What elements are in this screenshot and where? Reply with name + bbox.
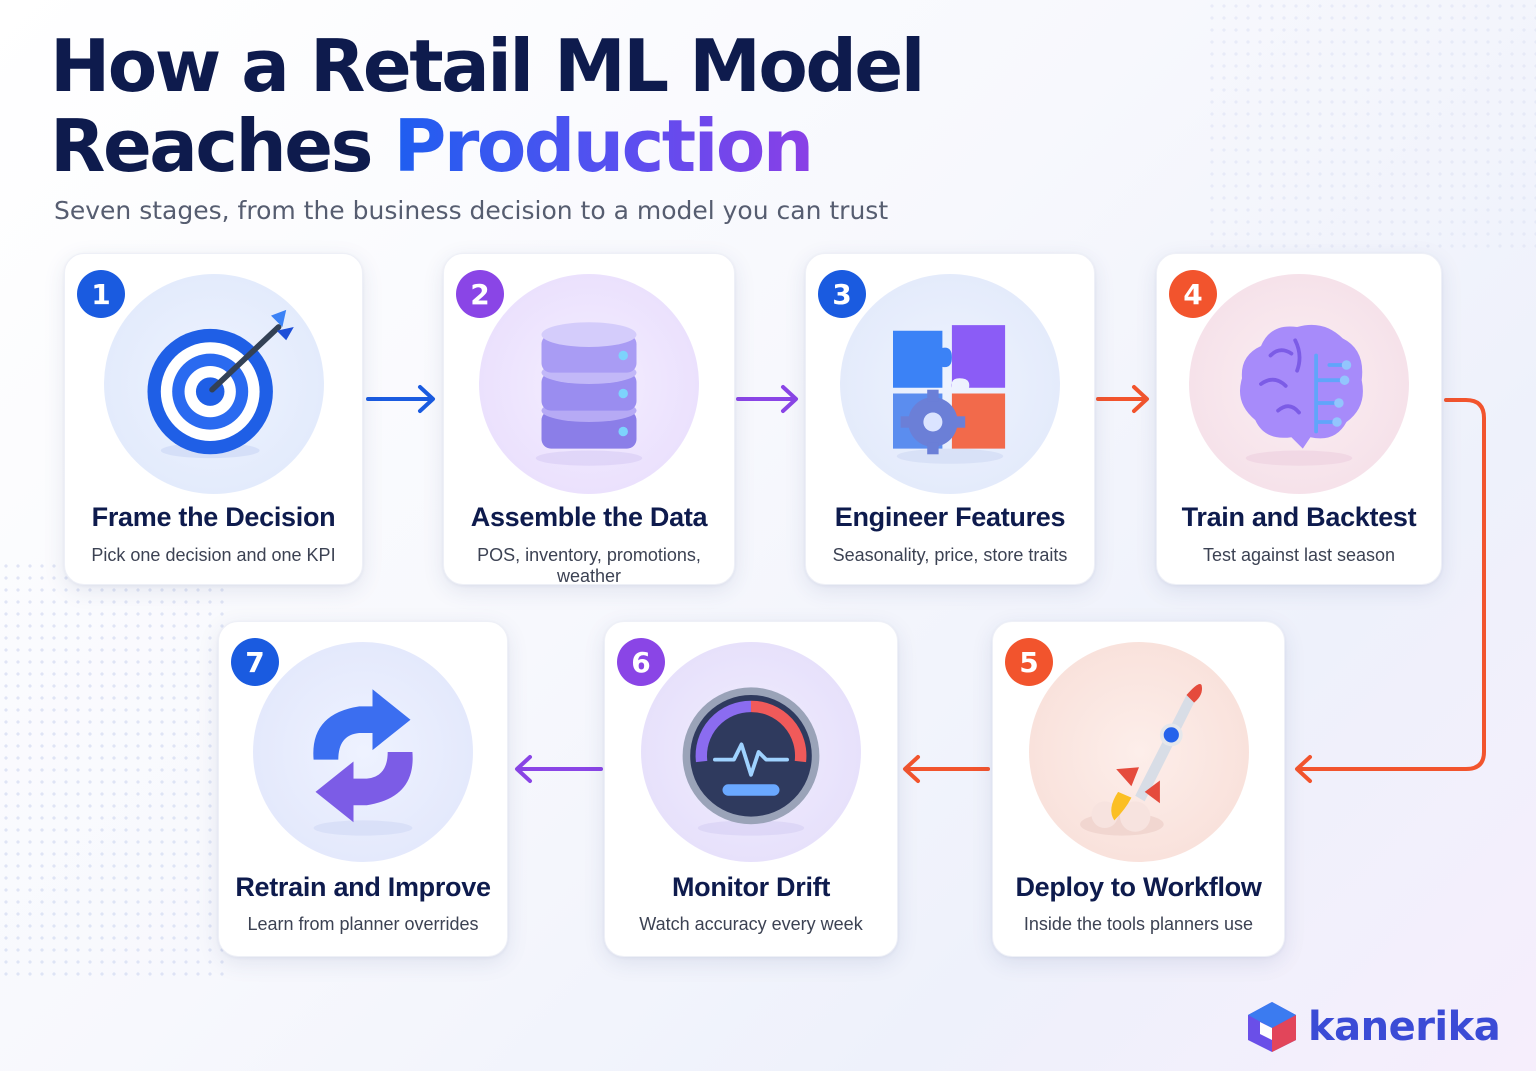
- decorative-dots-left: [0, 560, 230, 980]
- stage-number-badge: 6: [617, 638, 665, 686]
- stage-title: Train and Backtest: [1181, 502, 1417, 532]
- stage-subtitle: Watch accuracy every week: [639, 914, 863, 934]
- page-title: How a Retail ML Model Reaches Production: [50, 24, 925, 188]
- title-accent: Production: [393, 104, 815, 188]
- arrow-2-to-3: [736, 385, 798, 413]
- page-subtitle: Seven stages, from the business decision…: [54, 196, 889, 225]
- stage-subtitle: Pick one decision and one KPI: [91, 545, 336, 565]
- stage-card-7: 7 Retrain and Improve Learn from planner…: [218, 621, 508, 957]
- stage-number-badge: 1: [77, 270, 125, 318]
- gauge-icon: [641, 642, 861, 862]
- arrow-6-to-7: [515, 755, 603, 783]
- stage-title: Deploy to Workflow: [1015, 872, 1262, 902]
- stage-card-3: 3 Engineer Features Seasonality, price, …: [805, 253, 1095, 585]
- stage-number-badge: 4: [1169, 270, 1217, 318]
- stage-title: Monitor Drift: [671, 872, 831, 902]
- stage-card-1: 1 Frame the Decision Pick one decision a…: [64, 253, 363, 585]
- brand-name: kanerika: [1308, 1004, 1501, 1050]
- arrow-3-to-4: [1096, 385, 1149, 413]
- arrow-5-to-6: [903, 755, 990, 783]
- puzzle-gear-icon: [840, 274, 1060, 494]
- stage-title: Engineer Features: [834, 502, 1066, 532]
- stage-title: Retrain and Improve: [235, 872, 491, 902]
- brand-logo: kanerika: [1246, 1000, 1501, 1054]
- stage-number-badge: 7: [231, 638, 279, 686]
- stage-card-4: 4 Train and Backtest Test against last s…: [1156, 253, 1442, 585]
- target-icon: [103, 274, 324, 494]
- stage-subtitle: Inside the tools planners use: [1023, 914, 1254, 934]
- stage-card-5: 5 Deploy to Workflow Inside the tools pl…: [992, 621, 1285, 957]
- kanerika-logo-icon: [1248, 1002, 1296, 1052]
- title-line-1: How a Retail ML Model: [50, 24, 925, 108]
- brain-icon: [1189, 274, 1409, 494]
- stage-title: Assemble the Data: [470, 502, 708, 532]
- refresh-icon: [253, 642, 473, 862]
- stage-number-badge: 2: [456, 270, 504, 318]
- decorative-dots-right: [1206, 0, 1536, 250]
- stage-card-6: 6 Monitor Drift Watch accuracy every wee…: [604, 621, 898, 957]
- title-line-2-prefix: Reaches: [50, 104, 394, 188]
- stage-number-badge: 5: [1005, 638, 1053, 686]
- stage-subtitle: Test against last season: [1202, 545, 1396, 565]
- stage-card-2: 2 Assemble the Data POS, inventory, prom…: [443, 253, 735, 586]
- rocket-icon: [1028, 642, 1249, 862]
- stage-title: Frame the Decision: [91, 502, 336, 532]
- database-icon: [479, 274, 699, 494]
- stage-number-badge: 3: [818, 270, 866, 318]
- stage-subtitle: Learn from planner overrides: [247, 914, 479, 934]
- stage-subtitle: POS, inventory, promotions, weather: [477, 545, 701, 586]
- stage-subtitle: Seasonality, price, store traits: [832, 545, 1068, 565]
- arrow-1-to-2: [366, 385, 435, 413]
